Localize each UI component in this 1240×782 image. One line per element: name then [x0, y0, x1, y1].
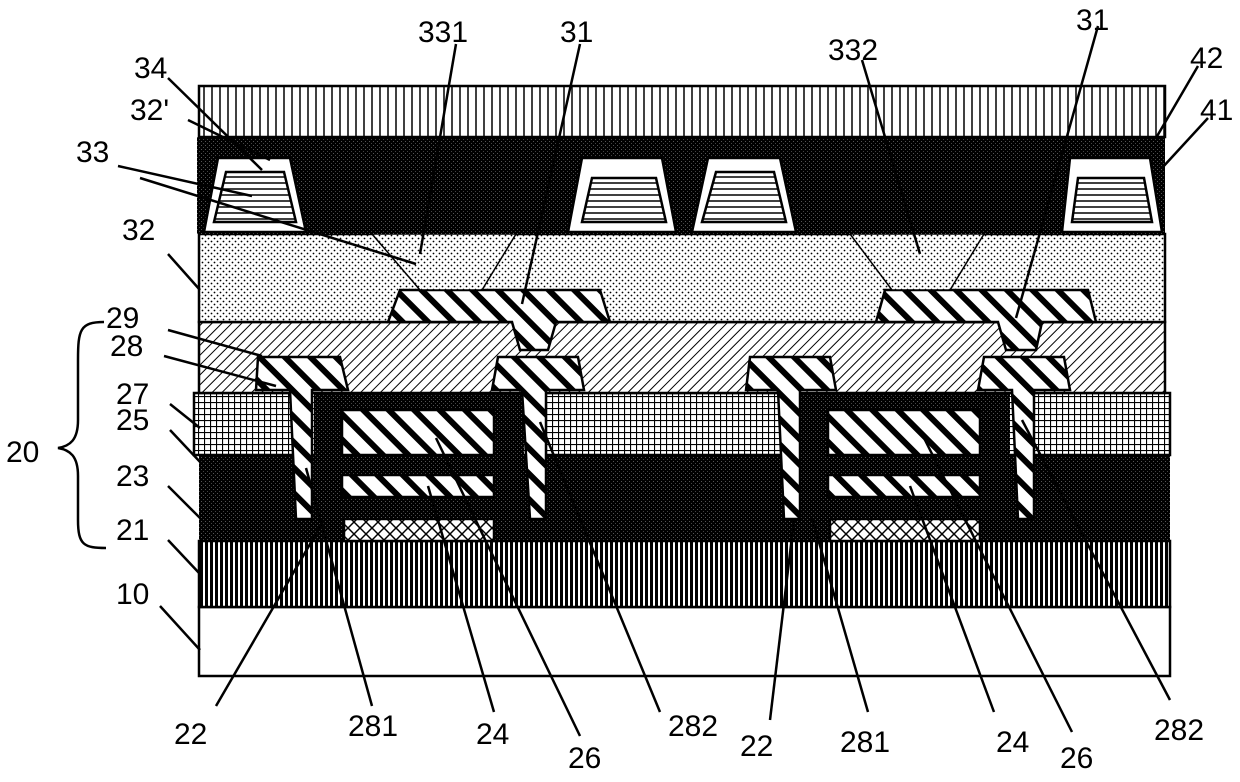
label-282-right: 282	[1154, 714, 1204, 747]
encapsulation-41	[197, 137, 1165, 234]
label-24-right: 24	[996, 726, 1029, 759]
label-22-left: 22	[174, 718, 207, 751]
gate-24-left	[342, 475, 494, 497]
label-28: 28	[110, 330, 143, 363]
label-281-right: 281	[840, 726, 890, 759]
label-34: 34	[134, 52, 167, 85]
label-331: 331	[418, 16, 468, 49]
electrode-26-right	[828, 410, 980, 455]
top-layer-42	[199, 86, 1165, 137]
label-33: 33	[76, 136, 109, 169]
label-23: 23	[116, 460, 149, 493]
buffer-layer	[199, 541, 1170, 607]
label-282-left: 282	[668, 710, 718, 743]
label-32-prime: 32'	[130, 94, 169, 127]
label-332: 332	[828, 34, 878, 67]
label-20: 20	[6, 436, 39, 469]
label-22-right: 22	[740, 730, 773, 763]
label-32: 32	[122, 214, 155, 247]
gate-24-right	[828, 475, 980, 497]
label-21: 21	[116, 514, 149, 547]
active-layer-right	[830, 519, 980, 541]
active-layer-left	[344, 519, 494, 541]
label-25: 25	[116, 404, 149, 437]
electrode-26-left	[342, 410, 494, 455]
label-281-left: 281	[348, 710, 398, 743]
label-10: 10	[116, 578, 149, 611]
label-26-left: 26	[568, 742, 601, 775]
substrate-layer	[199, 607, 1170, 676]
label-26-right: 26	[1060, 742, 1093, 775]
label-42: 42	[1190, 42, 1223, 75]
label-31-left: 31	[560, 16, 593, 49]
label-41: 41	[1200, 94, 1233, 127]
label-24-left: 24	[476, 718, 509, 751]
label-31-right: 31	[1076, 4, 1109, 37]
